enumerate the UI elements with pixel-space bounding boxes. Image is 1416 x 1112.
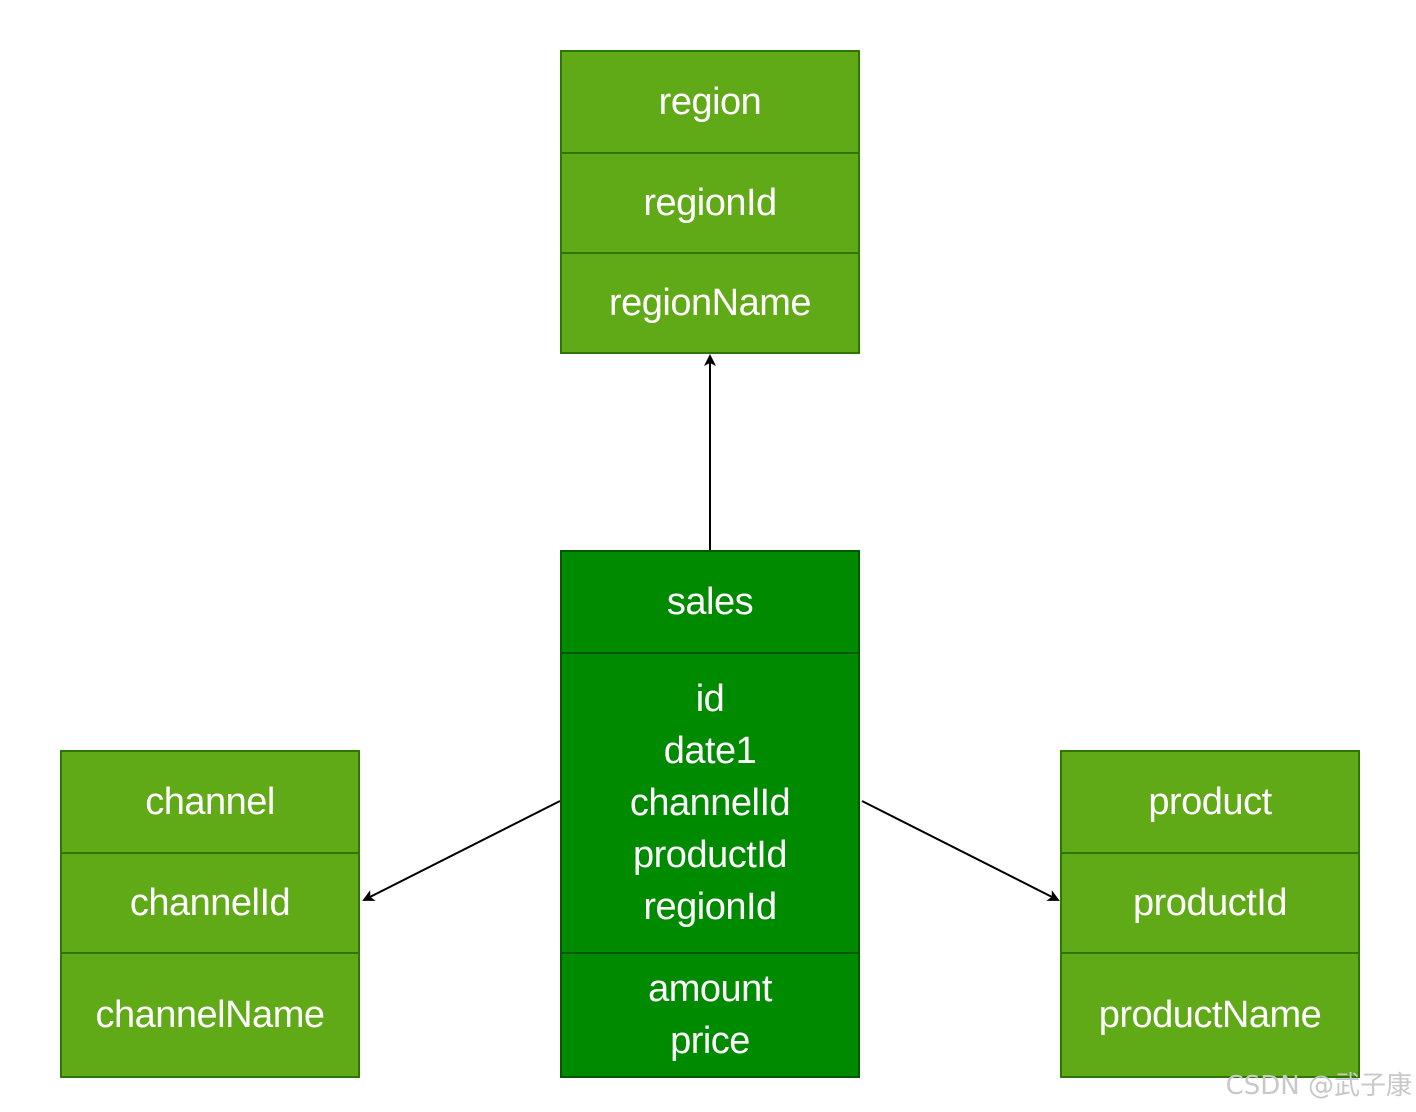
measure-fields: amount price bbox=[562, 952, 858, 1076]
field: productId bbox=[1062, 852, 1358, 952]
arrow-sales-to-product bbox=[861, 800, 1060, 901]
field: regionId bbox=[562, 152, 858, 252]
entity-title: product bbox=[1148, 781, 1272, 823]
field: channelId bbox=[629, 782, 791, 824]
entity-title: region bbox=[658, 81, 762, 123]
field: channelId bbox=[62, 852, 358, 952]
field: productId bbox=[633, 834, 787, 876]
arrow-sales-to-channel bbox=[362, 800, 561, 901]
field: price bbox=[670, 1020, 750, 1062]
field: productName bbox=[1062, 952, 1358, 1076]
field: amount bbox=[648, 968, 772, 1010]
entity-region[interactable]: region regionId regionName bbox=[560, 50, 860, 354]
entity-channel[interactable]: channel channelId channelName bbox=[60, 750, 360, 1078]
entity-product[interactable]: product productId productName bbox=[1060, 750, 1360, 1078]
field: channelName bbox=[62, 952, 358, 1076]
field: regionId bbox=[643, 886, 777, 928]
entity-sales[interactable]: sales id date1 channelId productId regio… bbox=[560, 550, 860, 1078]
field: date1 bbox=[663, 730, 757, 772]
entity-title: channel bbox=[145, 781, 275, 823]
entity-title: sales bbox=[666, 581, 754, 623]
key-fields: id date1 channelId productId regionId bbox=[562, 652, 858, 952]
field: id bbox=[695, 678, 725, 720]
field: regionName bbox=[562, 252, 858, 352]
watermark: CSDN @武子康 bbox=[1225, 1071, 1412, 1101]
